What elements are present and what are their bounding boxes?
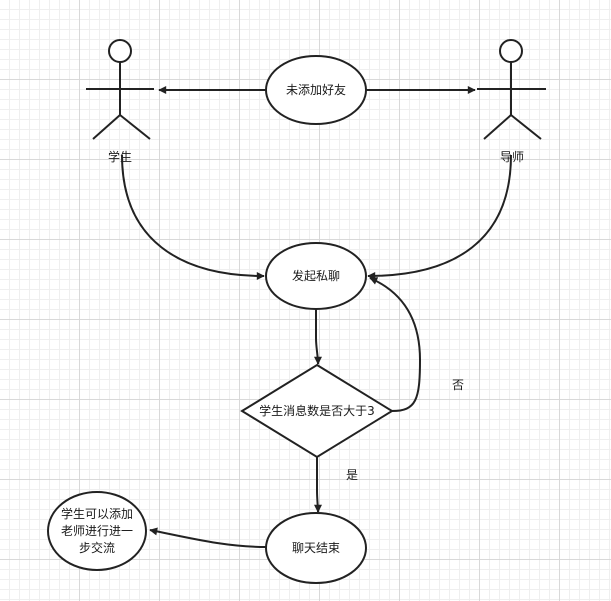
node-chat-end	[265, 512, 367, 584]
teacher-label: 导师	[500, 150, 524, 164]
node-decision-text: 学生消息数是否大于3	[259, 403, 375, 418]
node-chat-end-text: 聊天结束	[292, 541, 340, 555]
edge-label-no: 否	[452, 378, 464, 392]
edge-student-to-chat	[121, 154, 265, 280]
teacher-actor	[477, 39, 546, 140]
student-actor	[86, 39, 154, 140]
student-label: 学生	[108, 149, 132, 164]
node-start-chat-text: 发起私聊	[292, 268, 340, 283]
edge-teacher-to-chat	[367, 154, 512, 280]
node-not-friends-text: 未添加好友	[286, 83, 346, 97]
node-result	[47, 491, 147, 571]
node-result-line-2: 老师进行进一	[61, 524, 133, 538]
node-not-friends	[265, 55, 367, 125]
edge-label-yes: 是	[346, 468, 358, 482]
node-start-chat	[265, 242, 367, 310]
node-result-line-1: 学生可以添加	[61, 506, 133, 521]
edge-no-loop	[369, 277, 422, 412]
edge-yes	[313, 457, 322, 513]
node-decision	[240, 363, 394, 459]
edge-chat-to-decision	[313, 308, 322, 365]
node-result-line-3: 步交流	[79, 540, 115, 555]
edge-end-to-result	[149, 527, 267, 548]
